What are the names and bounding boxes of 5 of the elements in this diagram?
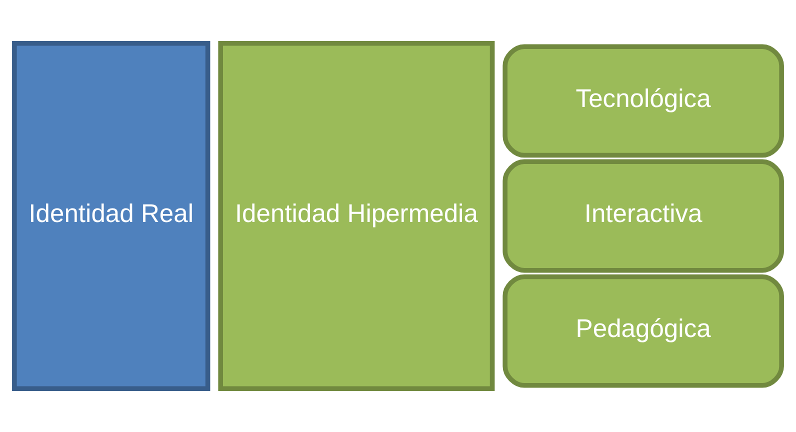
node-box: Interactiva bbox=[502, 159, 784, 273]
node-box: Identidad Hipermedia bbox=[218, 41, 495, 391]
node-box: Identidad Real bbox=[12, 41, 210, 391]
node-box: Pedagógica bbox=[502, 274, 784, 388]
node-box: Tecnológica bbox=[502, 44, 784, 158]
